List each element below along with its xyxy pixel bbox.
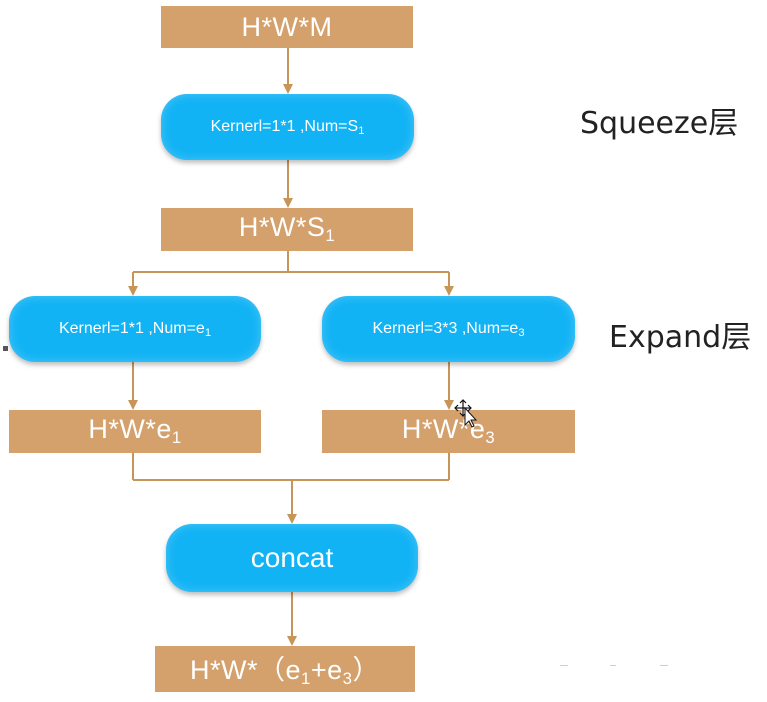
expand-1x1-output-label: H*W*e1: [88, 414, 182, 448]
squeeze-conv-node: Kernerl=1*1 ,Num=S1: [161, 94, 414, 160]
squeeze-layer-label: Squeeze层: [580, 106, 739, 141]
expand-3x3-output-box: H*W*e3: [322, 410, 575, 453]
input-feature-map-box: H*W*M: [161, 6, 413, 48]
move-cursor-icon: [453, 398, 481, 433]
expand-3x3-conv-node: Kernerl=3*3 ,Num=e3: [322, 296, 575, 362]
expand-layer-label: Expand层: [609, 320, 752, 355]
input-feature-map-label: H*W*M: [241, 11, 333, 42]
squeeze-conv-label: Kernerl=1*1 ,Num=S1: [210, 117, 365, 137]
expand-1x1-conv-node: Kernerl=1*1 ,Num=e1: [9, 296, 261, 362]
final-output-box: H*W*（e1+e3）: [155, 646, 415, 692]
edge-marker: [3, 346, 8, 351]
expand-3x3-output-label: H*W*e3: [401, 414, 496, 448]
faint-dash-decoration: [560, 665, 568, 666]
squeeze-output-label: H*W*S1: [238, 212, 336, 246]
final-output-label: H*W*（e1+e3）: [190, 655, 380, 689]
faint-dash-decoration: [610, 665, 616, 666]
expand-3x3-conv-label: Kernerl=3*3 ,Num=e3: [372, 319, 525, 339]
squeeze-output-box: H*W*S1: [161, 208, 413, 251]
concat-node: concat: [166, 524, 418, 592]
faint-dash-decoration: [660, 665, 668, 666]
expand-1x1-output-box: H*W*e1: [9, 410, 261, 453]
concat-label: concat: [250, 542, 334, 573]
expand-1x1-conv-label: Kernerl=1*1 ,Num=e1: [58, 319, 212, 339]
